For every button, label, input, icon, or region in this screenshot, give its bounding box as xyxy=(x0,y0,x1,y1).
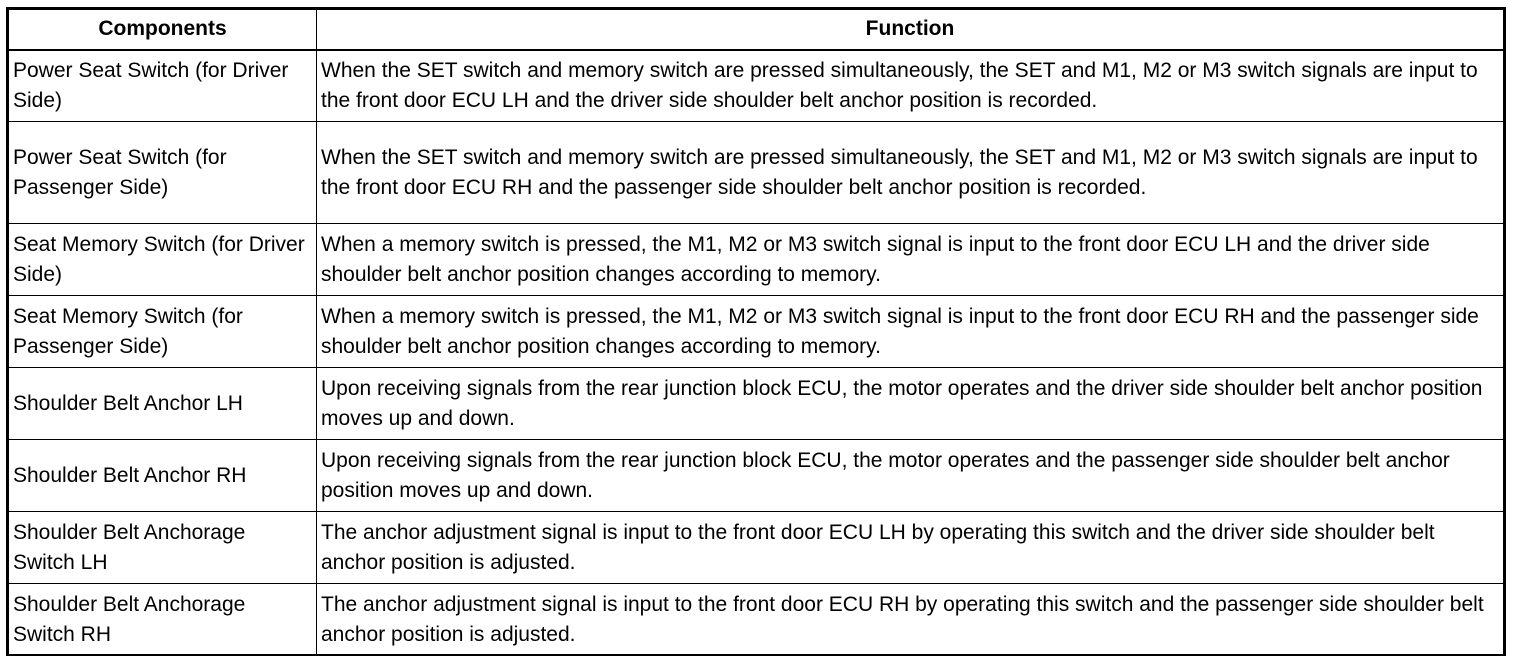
function-cell: When a memory switch is pressed, the M1,… xyxy=(316,295,1504,368)
components-function-table-frame: Components Function Power Seat Switch (f… xyxy=(6,7,1506,656)
table-row: Power Seat Switch (for Driver Side) When… xyxy=(8,49,1504,122)
component-cell: Shoulder Belt Anchorage Switch RH xyxy=(8,583,317,656)
header-components: Components xyxy=(8,9,317,51)
function-cell: Upon receiving signals from the rear jun… xyxy=(316,439,1504,512)
components-function-table: Components Function Power Seat Switch (f… xyxy=(8,9,1504,656)
function-cell: When the SET switch and memory switch ar… xyxy=(316,121,1504,224)
function-cell: The anchor adjustment signal is input to… xyxy=(316,583,1504,656)
component-cell: Seat Memory Switch (for Passenger Side) xyxy=(8,295,317,368)
table-row: Shoulder Belt Anchor RH Upon receiving s… xyxy=(8,439,1504,512)
table-row: Shoulder Belt Anchorage Switch RH The an… xyxy=(8,583,1504,656)
component-cell: Seat Memory Switch (for Driver Side) xyxy=(8,223,317,296)
component-cell: Shoulder Belt Anchor LH xyxy=(8,367,317,440)
function-cell: Upon receiving signals from the rear jun… xyxy=(316,367,1504,440)
header-row: Components Function xyxy=(8,9,1504,51)
component-cell: Power Seat Switch (for Driver Side) xyxy=(8,49,317,122)
table-row: Seat Memory Switch (for Driver Side) Whe… xyxy=(8,223,1504,296)
component-cell: Power Seat Switch (for Passenger Side) xyxy=(8,121,317,224)
table-body: Power Seat Switch (for Driver Side) When… xyxy=(8,49,1504,656)
table-header: Components Function xyxy=(8,9,1504,51)
header-function: Function xyxy=(316,9,1504,51)
table-row: Seat Memory Switch (for Passenger Side) … xyxy=(8,295,1504,368)
function-cell: When the SET switch and memory switch ar… xyxy=(316,49,1504,122)
table-row: Shoulder Belt Anchor LH Upon receiving s… xyxy=(8,367,1504,440)
function-cell: When a memory switch is pressed, the M1,… xyxy=(316,223,1504,296)
table-row: Shoulder Belt Anchorage Switch LH The an… xyxy=(8,511,1504,584)
component-cell: Shoulder Belt Anchor RH xyxy=(8,439,317,512)
table-row: Power Seat Switch (for Passenger Side) W… xyxy=(8,121,1504,224)
function-cell: The anchor adjustment signal is input to… xyxy=(316,511,1504,584)
component-cell: Shoulder Belt Anchorage Switch LH xyxy=(8,511,317,584)
